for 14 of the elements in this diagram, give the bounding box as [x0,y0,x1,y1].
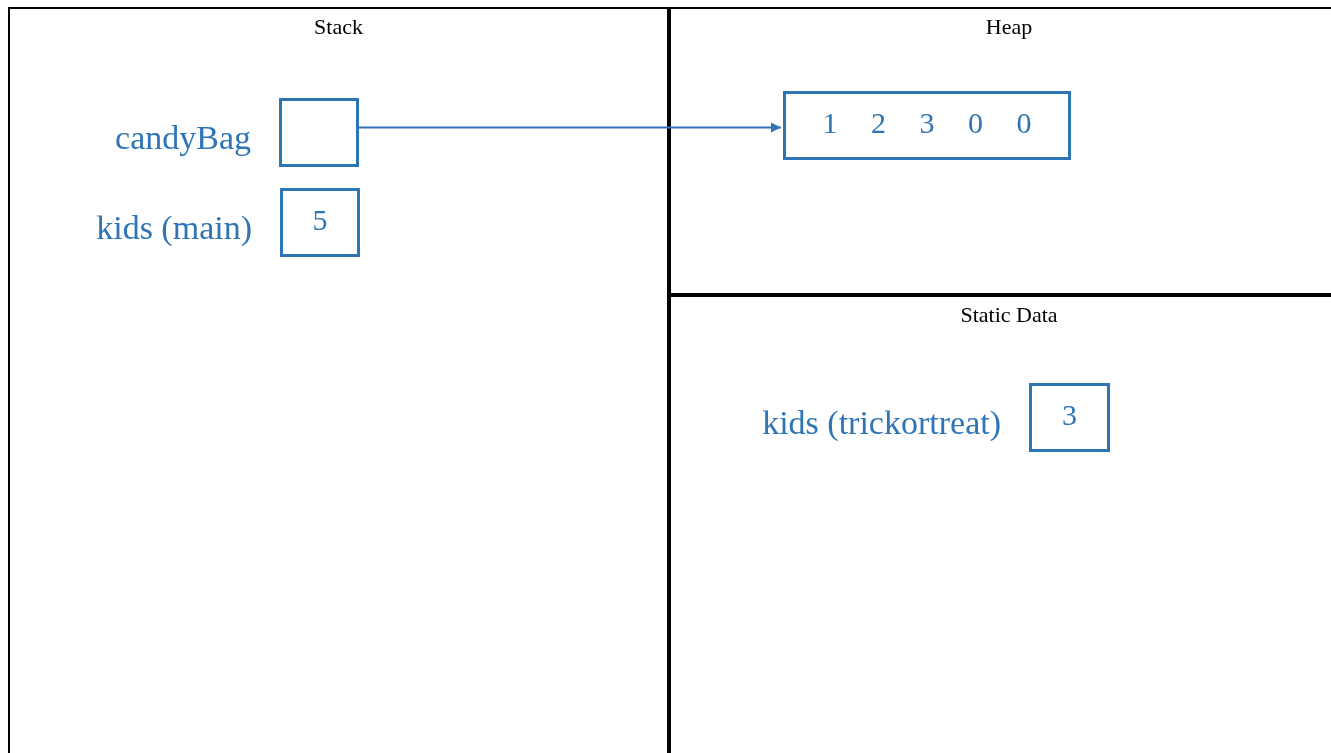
value-box: 3 [1029,383,1110,452]
value-box: 1 2 3 0 0 [783,91,1071,160]
memory-panel [669,7,1331,295]
value-box [279,98,359,167]
memory-panel [8,7,669,753]
variable-name: kids (trickortreat) [762,403,1001,443]
variable-name: kids (main) [96,208,252,248]
panel-heading: Heap [985,13,1033,41]
arrow [356,122,782,133]
value-box: 5 [280,188,360,257]
memory-panel [669,295,1331,753]
variable-name: candyBag [115,118,251,158]
panel-heading: Static Data [960,301,1058,329]
panel-heading: Stack [314,13,363,41]
